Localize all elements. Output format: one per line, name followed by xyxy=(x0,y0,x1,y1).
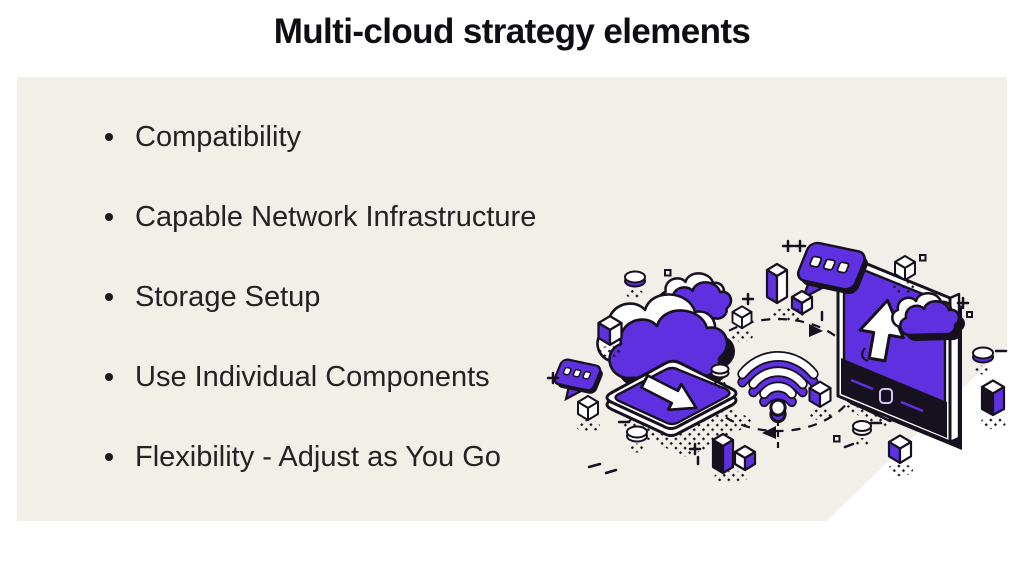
data-cube-icon xyxy=(808,380,832,408)
bullet-list: Compatibility Capable Network Infrastruc… xyxy=(105,121,536,521)
slide-title: Multi-cloud strategy elements xyxy=(273,12,751,51)
bullet-text: Flexibility - Adjust as You Go xyxy=(135,440,501,473)
bullet-text: Storage Setup xyxy=(135,280,321,313)
bullet-text: Use Individual Components xyxy=(135,360,490,393)
coin-icon xyxy=(624,270,646,299)
download-arrow-icon xyxy=(639,374,698,412)
square-dot-icon xyxy=(919,254,927,262)
coin-icon xyxy=(710,363,730,388)
square-dot-icon xyxy=(966,311,973,318)
bullet-item: Capable Network Infrastructure xyxy=(105,201,536,233)
square-dot-icon xyxy=(833,435,841,443)
bullet-dot-icon xyxy=(105,453,113,461)
coin-icon xyxy=(626,425,648,453)
data-cube-icon xyxy=(733,444,757,472)
data-cube-icon xyxy=(894,255,916,281)
bullet-item: Flexibility - Adjust as You Go xyxy=(105,441,536,473)
bullet-text: Capable Network Infrastructure xyxy=(135,200,537,233)
data-cube-icon xyxy=(731,305,753,330)
chat-bubble-icon xyxy=(796,241,868,311)
smartphone-download-icon xyxy=(605,359,752,457)
bullet-dot-icon xyxy=(105,293,113,301)
bullet-dot-icon xyxy=(105,213,113,221)
data-cube-icon xyxy=(887,434,913,465)
data-bar-icon xyxy=(711,432,735,475)
minus-icon xyxy=(617,349,1008,425)
wifi-signal-icon xyxy=(737,351,819,424)
data-bar-icon xyxy=(765,262,789,305)
bullet-dot-icon xyxy=(105,373,113,381)
data-cube-icon xyxy=(577,395,599,421)
bullet-item: Storage Setup xyxy=(105,281,536,313)
bullet-item: Use Individual Components xyxy=(105,361,536,393)
plus-icon xyxy=(546,239,970,456)
bullet-text: Compatibility xyxy=(135,120,301,153)
square-dot-icon xyxy=(664,269,672,277)
chat-bubble-icon xyxy=(553,358,603,432)
data-cube-icon xyxy=(597,314,623,346)
multi-cloud-illustration xyxy=(546,239,1008,483)
dash-marks-icon xyxy=(587,310,855,475)
data-cuboid-icon xyxy=(980,379,1006,417)
bullet-item: Compatibility xyxy=(105,121,536,153)
coin-icon xyxy=(852,420,872,446)
coin-icon xyxy=(972,346,994,375)
bullet-dot-icon xyxy=(105,133,113,141)
